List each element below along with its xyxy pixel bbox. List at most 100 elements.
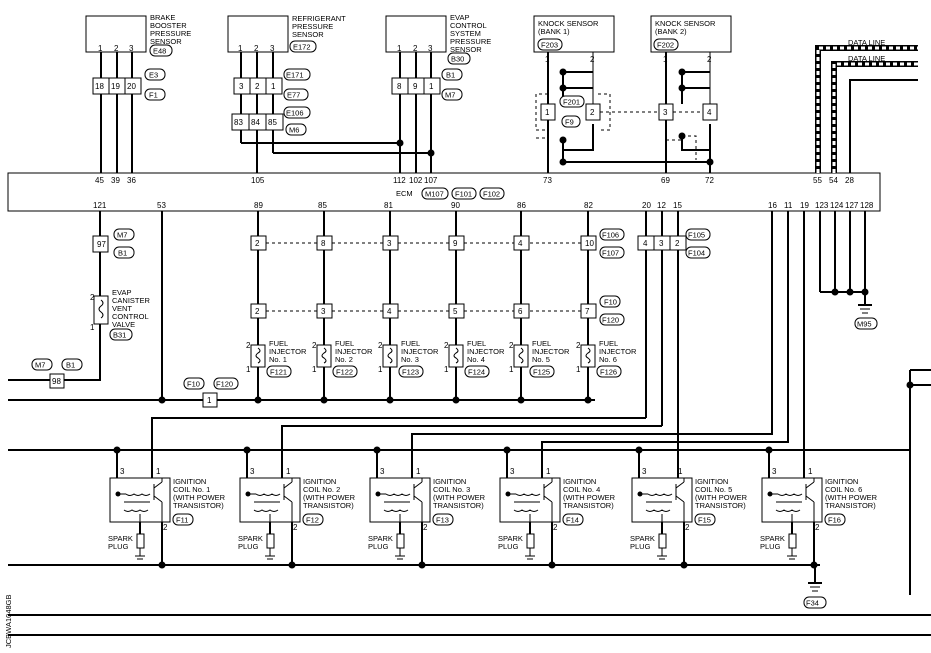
svg-text:COIL No. 4: COIL No. 4 [563,485,600,494]
svg-text:SPARK: SPARK [108,534,133,543]
svg-text:INJECTOR: INJECTOR [599,347,637,356]
evap-canister-vent-valve: 97 M7 B1 2 1 EVAP CANISTER VENT CONTROL … [8,211,151,389]
svg-text:12: 12 [657,201,666,210]
svg-text:112: 112 [393,176,406,185]
svg-text:3: 3 [772,467,777,476]
svg-text:TRANSISTOR): TRANSISTOR) [825,501,876,510]
svg-text:F10: F10 [187,380,200,389]
svg-text:1: 1 [312,365,317,374]
brake-sensor-line-2: BOOSTER [150,21,187,30]
svg-text:3: 3 [270,44,275,53]
brake-sensor-line-4: SENSOR [150,37,182,46]
svg-text:3: 3 [120,467,125,476]
svg-text:F15: F15 [698,516,711,525]
svg-text:2: 2 [413,44,418,53]
svg-text:PRESSURE: PRESSURE [450,37,491,46]
diagram-id: JCBWA1048GB [4,595,13,649]
brake-sensor-conn: E48 [153,47,166,56]
svg-text:90: 90 [451,201,460,210]
svg-text:19: 19 [111,82,120,91]
svg-text:IGNITION: IGNITION [695,477,728,486]
svg-text:SYSTEM: SYSTEM [450,29,481,38]
svg-text:(WITH POWER: (WITH POWER [825,493,878,502]
svg-text:No. 1: No. 1 [269,355,287,364]
svg-text:2: 2 [675,239,680,248]
svg-text:7: 7 [585,307,590,316]
svg-text:FUEL: FUEL [599,339,618,348]
svg-text:98: 98 [52,377,61,386]
svg-text:VALVE: VALVE [112,320,135,329]
svg-text:3: 3 [239,82,244,91]
evap-pressure-sensor: EVAP CONTROL SYSTEM PRESSURE SENSOR B30 … [385,13,491,173]
svg-text:1: 1 [246,365,251,374]
svg-text:107: 107 [424,176,438,185]
brake-sensor-line-3: PRESSURE [150,29,191,38]
svg-text:2: 2 [255,307,260,316]
svg-text:SPARK: SPARK [760,534,785,543]
svg-text:82: 82 [584,201,593,210]
svg-text:2: 2 [815,523,820,532]
svg-text:F202: F202 [657,41,674,50]
svg-text:2: 2 [590,108,595,117]
ecm-bottom-pins: 121 53 89 85 81 90 86 82 20 12 15 16 11 … [93,201,874,210]
svg-text:CANISTER: CANISTER [112,296,151,305]
coil-signal-wires: 4 3 2 F105 F104 [8,211,931,595]
svg-text:97: 97 [97,240,106,249]
svg-text:83: 83 [234,118,243,127]
svg-text:PLUG: PLUG [108,542,129,551]
svg-text:PRESSURE: PRESSURE [292,22,333,31]
svg-text:3: 3 [663,108,668,117]
svg-text:F124: F124 [468,368,485,377]
svg-text:SPARK: SPARK [368,534,393,543]
svg-text:11: 11 [784,201,793,210]
svg-text:18: 18 [95,82,104,91]
svg-text:1: 1 [271,82,276,91]
svg-text:FUEL: FUEL [269,339,288,348]
svg-text:69: 69 [661,176,670,185]
data-line-label-1: DATA LINE [848,38,885,47]
svg-text:(WITH POWER: (WITH POWER [563,493,616,502]
svg-text:F201: F201 [563,98,580,107]
brake-booster-sensor: BRAKE BOOSTER PRESSURE SENSOR E48 1 2 3 … [85,13,191,173]
svg-text:81: 81 [384,201,393,210]
svg-text:TRANSISTOR): TRANSISTOR) [563,501,614,510]
svg-text:E106: E106 [286,109,304,118]
svg-text:3: 3 [250,467,255,476]
svg-text:1: 1 [397,44,402,53]
svg-text:CONTROL: CONTROL [112,312,149,321]
svg-text:1: 1 [509,365,514,374]
svg-text:KNOCK SENSOR: KNOCK SENSOR [538,19,599,28]
svg-text:2: 2 [114,44,119,53]
svg-text:4: 4 [643,239,648,248]
svg-text:EVAP: EVAP [450,13,469,22]
svg-text:15: 15 [673,201,682,210]
injector-junction-rows: F106 F107 F10 F120 [266,228,625,326]
svg-text:FUEL: FUEL [335,339,354,348]
svg-text:1: 1 [545,108,550,117]
svg-text:IGNITION: IGNITION [173,477,206,486]
svg-text:INJECTOR: INJECTOR [335,347,373,356]
svg-text:1: 1 [444,365,449,374]
svg-text:2: 2 [255,82,260,91]
refrig-sensor-conn: E172 [293,43,311,52]
svg-text:B31: B31 [113,331,126,340]
ecm-top-pins: 45 39 36 105 112 102 107 73 69 72 55 54 … [95,176,854,185]
svg-text:1: 1 [207,396,212,405]
svg-text:TRANSISTOR): TRANSISTOR) [433,501,484,510]
svg-text:1: 1 [156,467,161,476]
svg-text:1: 1 [98,44,103,53]
svg-text:COIL No. 6: COIL No. 6 [825,485,862,494]
svg-text:4: 4 [707,108,712,117]
svg-text:F122: F122 [336,368,353,377]
svg-text:No. 6: No. 6 [599,355,617,364]
